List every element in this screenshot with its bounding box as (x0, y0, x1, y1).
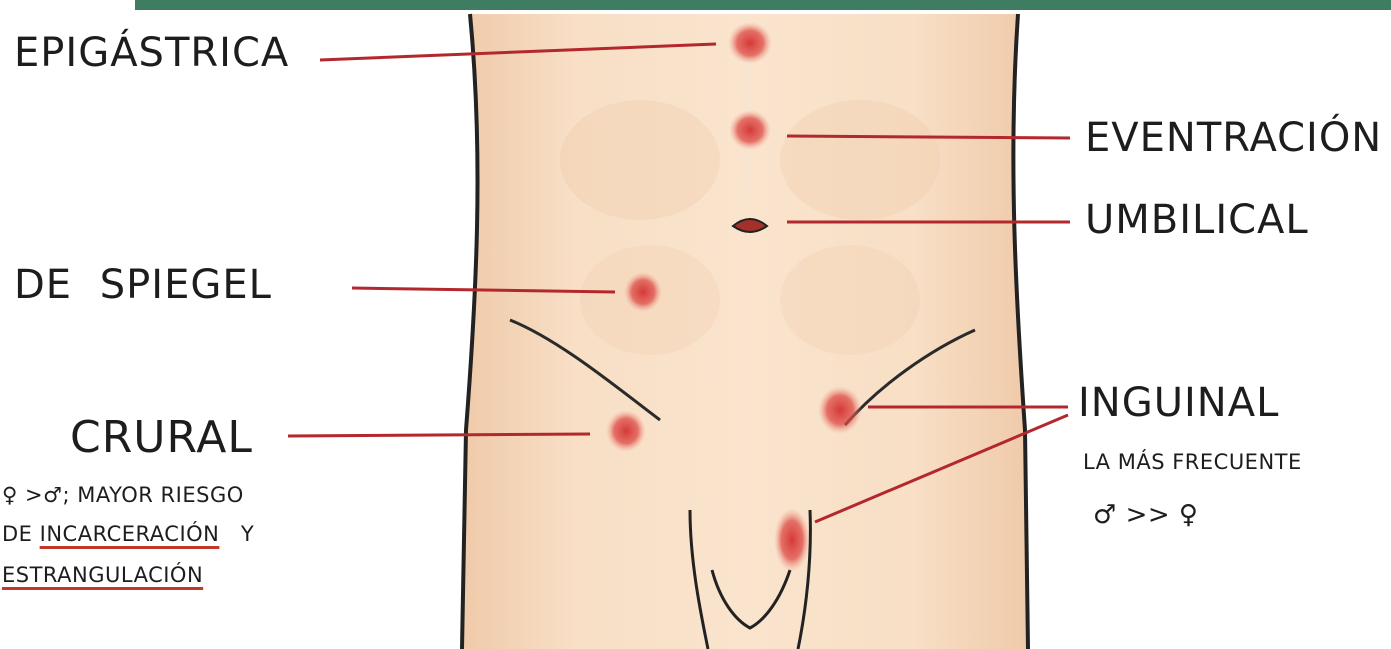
label-eventracion: EVENTRACIÓN (1085, 115, 1382, 161)
inguinal-ratio: ♂ >> ♀ (1093, 500, 1198, 530)
crural-note-line2: DE INCARCERACIÓN Y (2, 522, 254, 546)
hernia-spot-crural (606, 410, 646, 452)
hernia-spot-incisional (729, 110, 771, 150)
label-spiegel: DE SPIEGEL (14, 262, 272, 308)
crural-note-y: Y (241, 522, 254, 546)
crural-note-de: DE (2, 522, 32, 546)
hernia-spot-inguinoscrotal (774, 508, 810, 572)
hernia-spot-spiegel (624, 272, 662, 312)
label-umbilical: UMBILICAL (1085, 197, 1309, 243)
crural-note-line1: ♀ >♂; MAYOR RIESGO (2, 483, 244, 507)
hernia-spot-inguinal (818, 386, 862, 434)
label-epigastrica: EPIGÁSTRICA (14, 30, 289, 76)
torso-skin (462, 14, 1028, 649)
crural-note-estrangulacion: ESTRANGULACIÓN (2, 563, 203, 587)
leader-eventracion (787, 136, 1070, 138)
hernia-spot-epigastric (728, 22, 772, 64)
inguinal-note: LA MÁS FRECUENTE (1083, 450, 1302, 474)
label-inguinal: INGUINAL (1078, 380, 1279, 426)
label-crural: CRURAL (70, 412, 253, 463)
leader-crural (288, 434, 590, 436)
crural-note-incarceracion: INCARCERACIÓN (40, 522, 220, 546)
